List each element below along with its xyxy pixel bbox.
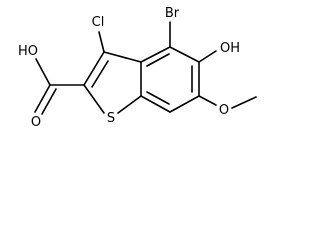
atom-label-cl: Cl bbox=[92, 15, 105, 30]
bond-c3-cl bbox=[98, 31, 105, 53]
bond-c3a-c4 bbox=[140, 46, 171, 63]
molecule-diagram: Cl Br OH S HO O O bbox=[18, 6, 257, 130]
bond-c3a-c3 bbox=[103, 51, 142, 63]
bond-ccooh-o bbox=[34, 84, 51, 113]
bond-c3-c2-double bbox=[91, 60, 109, 88]
atom-label-o-methoxy: O bbox=[219, 103, 229, 118]
atom-label-o-carbonyl: O bbox=[31, 115, 41, 130]
bond-c3a-c4-double bbox=[146, 53, 170, 67]
structure-canvas: Cl Br OH S HO O O bbox=[0, 0, 280, 136]
atom-label-oh-phenol: OH bbox=[220, 41, 240, 56]
bond-c4-c5 bbox=[169, 46, 200, 63]
atom-label-ho-acid: HO bbox=[18, 44, 38, 59]
bond-c7-c7a bbox=[140, 95, 171, 113]
bond-c2-s bbox=[83, 84, 105, 114]
bond-ccooh-o-double bbox=[41, 88, 57, 115]
bond-c3-c2 bbox=[83, 51, 105, 86]
bond-s-c7a bbox=[117, 95, 142, 114]
atom-label-s: S bbox=[107, 111, 115, 126]
bond-c5-oh bbox=[198, 50, 217, 63]
bond-c6-o bbox=[198, 95, 217, 106]
bond-ccooh-oh bbox=[35, 58, 51, 86]
bond-c7-c7a-double bbox=[146, 91, 170, 105]
bond-o-ch3 bbox=[231, 96, 257, 109]
bond-c6-c7 bbox=[169, 95, 200, 113]
atom-label-br: Br bbox=[165, 6, 180, 21]
